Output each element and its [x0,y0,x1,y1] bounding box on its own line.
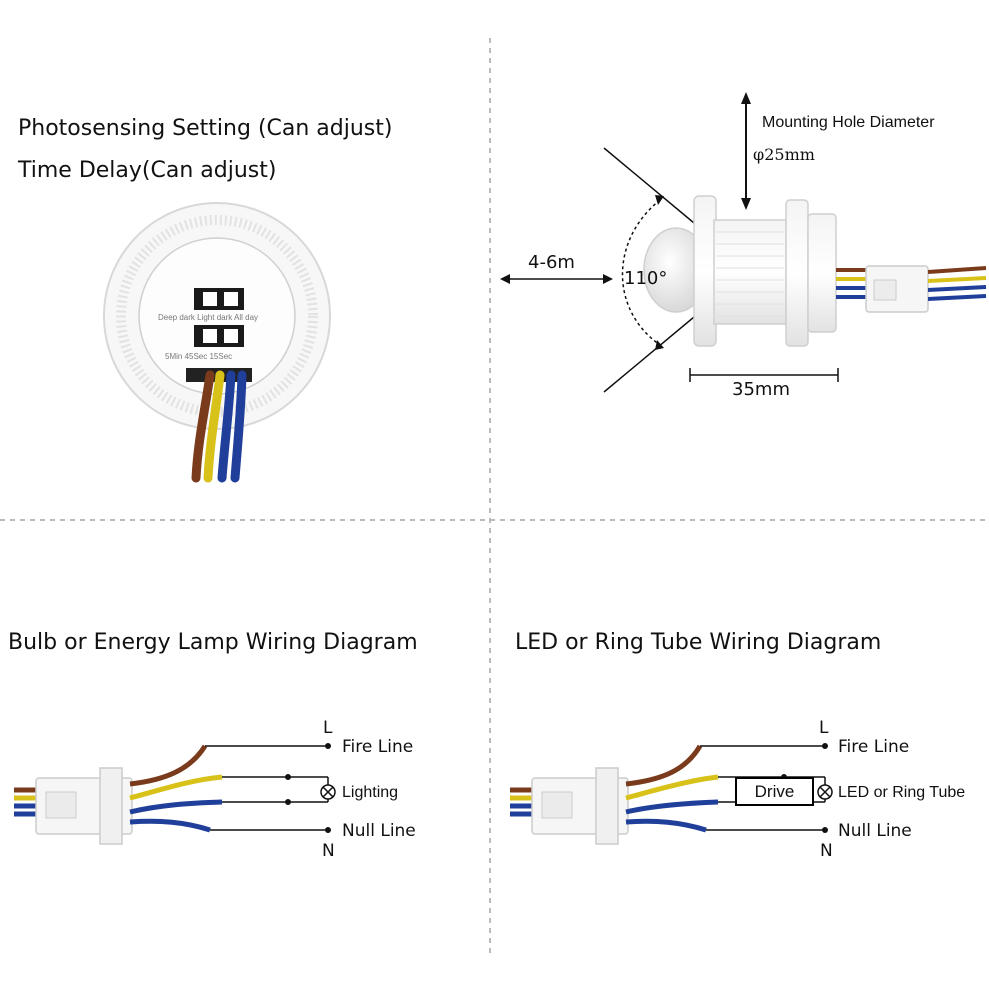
led-load-label: LED or Ring Tube [838,784,966,801]
bulb-wiring-title: Bulb or Energy Lamp Wiring Diagram [8,630,418,655]
led-symbol [817,784,833,800]
bulb-l-label: L [323,718,333,738]
mounting-hole-label: Mounting Hole Diameter [762,114,935,131]
led-wiring-title: LED or Ring Tube Wiring Diagram [515,630,882,655]
bulb-wiring-graphic [14,743,336,845]
photosensing-scale-label: Deep dark Light dark All day [158,313,259,322]
bulb-null-line-label: Null Line [342,821,416,841]
led-l-label: L [819,718,829,738]
drive-box: Drive [735,777,814,806]
lamp-symbol [320,784,336,800]
led-fire-line-label: Fire Line [838,737,910,757]
bulb-n-label: N [322,841,335,861]
range-label: 4-6m [528,252,575,273]
bulb-lighting-label: Lighting [342,784,399,801]
angle-label: 110° [624,268,668,289]
sensor-side-view [500,92,987,393]
sensor-back-photo [103,202,331,483]
photosensing-title: Photosensing Setting (Can adjust) [18,116,393,141]
led-null-line-label: Null Line [838,821,912,841]
time-delay-title: Time Delay(Can adjust) [18,158,277,183]
time-delay-scale-label: 5Min 45Sec 15Sec [165,352,233,361]
length-label: 35mm [732,379,790,400]
diameter-value: φ25mm [753,145,815,164]
bulb-fire-line-label: Fire Line [342,737,414,757]
led-n-label: N [820,841,833,861]
